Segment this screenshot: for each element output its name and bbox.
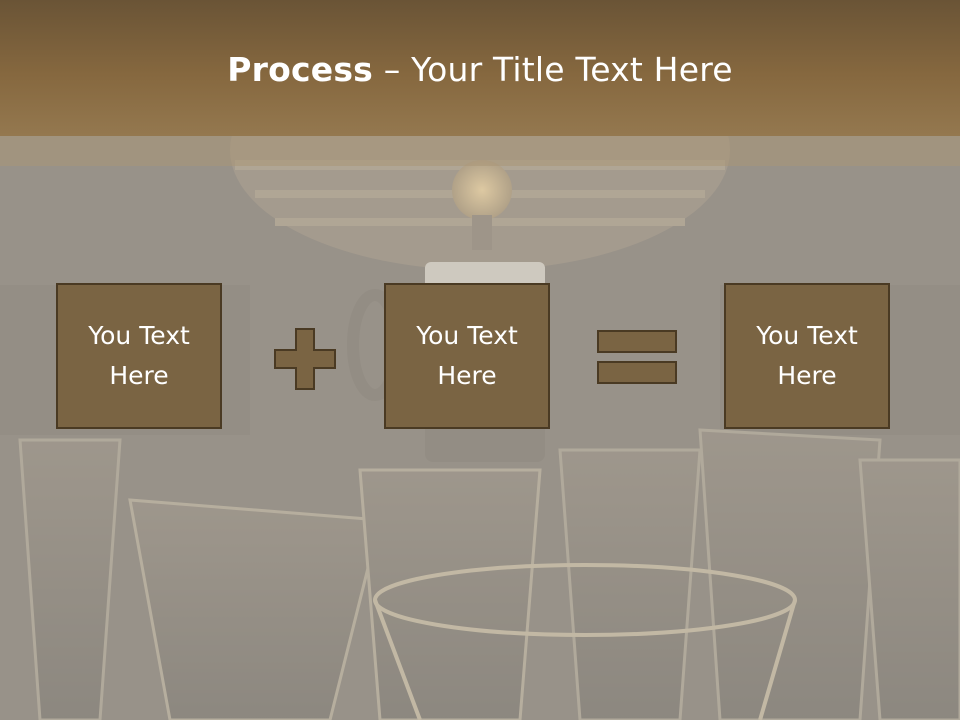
process-box-2[interactable]: You Text Here (384, 283, 550, 429)
equals-icon[interactable] (597, 330, 677, 384)
process-box-3-text: You Text Here (756, 321, 858, 390)
title-underline-strip (0, 136, 960, 166)
title-band (0, 0, 960, 136)
process-box-3[interactable]: You Text Here (724, 283, 890, 429)
plus-icon[interactable] (274, 328, 336, 390)
slide-title[interactable]: Process – Your Title Text Here (0, 50, 960, 89)
title-rest-part: – Your Title Text Here (373, 50, 733, 89)
process-box-1[interactable]: You Text Here (56, 283, 222, 429)
process-box-1-text: You Text Here (88, 321, 190, 390)
title-bold-part: Process (227, 50, 374, 89)
process-box-2-text: You Text Here (416, 321, 518, 390)
